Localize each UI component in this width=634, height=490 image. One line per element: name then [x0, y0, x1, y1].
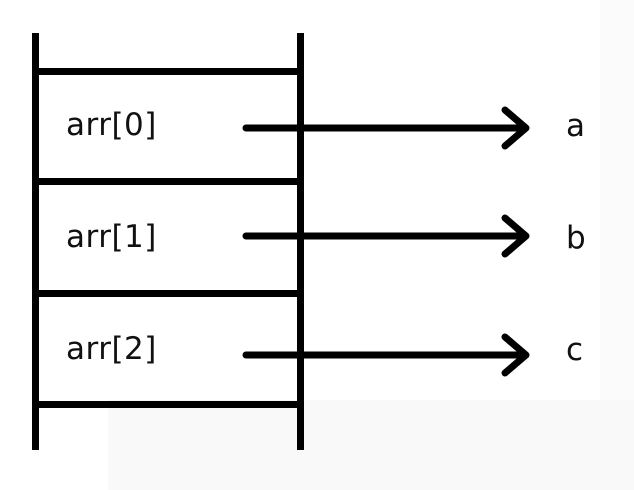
arrow-1	[242, 214, 530, 258]
stack-divider-top	[35, 68, 300, 75]
stack-divider-2	[35, 290, 300, 297]
background-shade-right	[600, 0, 634, 400]
arrow-2	[242, 333, 530, 377]
arrow-0-head	[501, 106, 530, 150]
arrow-2-head	[501, 333, 530, 377]
arrow-1-head	[501, 214, 530, 258]
stack-left-rail	[32, 33, 39, 450]
stack-right-rail	[297, 33, 304, 450]
cell-label-arr-2: arr[2]	[66, 331, 157, 367]
stack-divider-bottom	[35, 401, 300, 408]
target-label-a: a	[566, 108, 585, 144]
cell-label-arr-0: arr[0]	[66, 107, 157, 143]
cell-label-arr-1: arr[1]	[66, 219, 157, 255]
background-shade	[108, 400, 634, 490]
target-label-b: b	[566, 220, 586, 256]
stack-divider-1	[35, 178, 300, 185]
target-label-c: c	[566, 332, 584, 368]
arrow-0	[242, 106, 530, 150]
